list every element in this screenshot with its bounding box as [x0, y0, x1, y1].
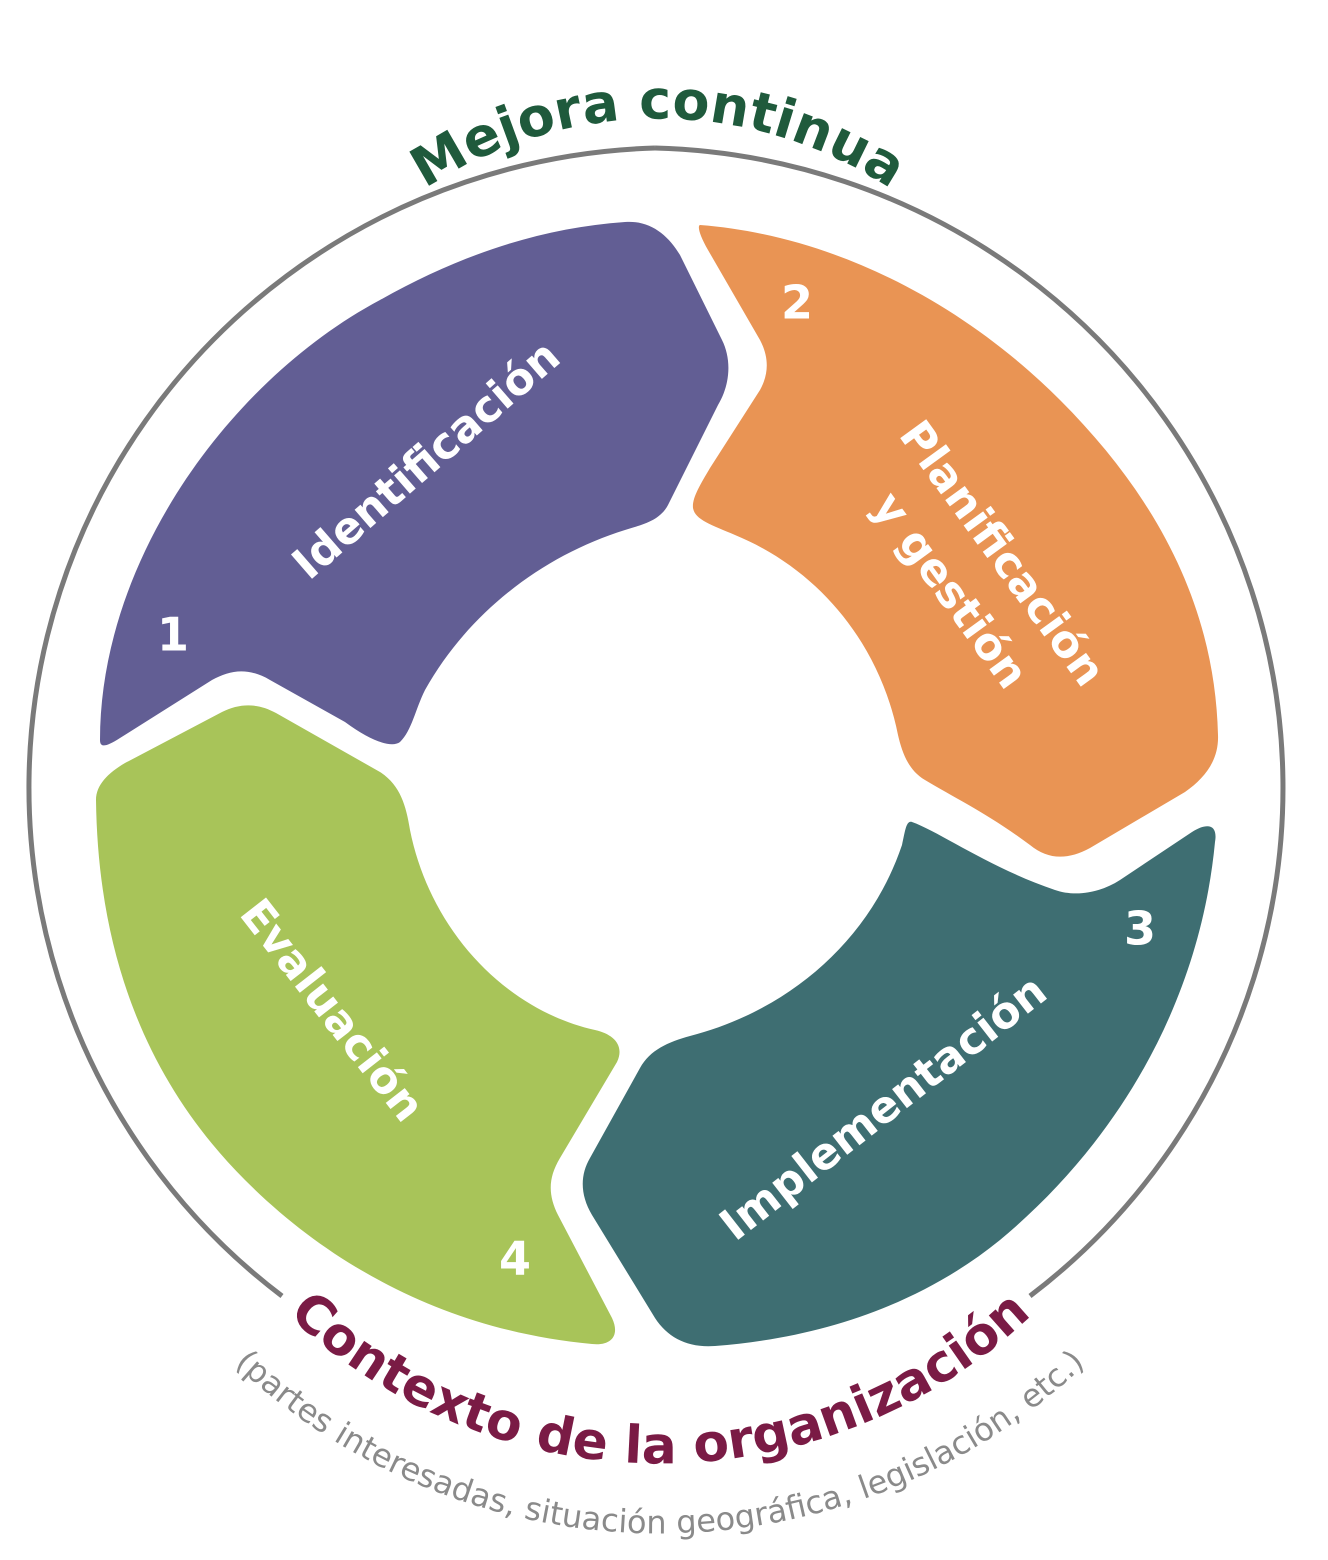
segment-implementacion [582, 821, 1216, 1347]
outer-ring-arc-left [26, 145, 656, 1298]
segment-identificacion [100, 221, 729, 746]
step-number-4: 4 [499, 1232, 531, 1286]
outer-ring-arc-right [654, 145, 1286, 1298]
segment-evaluacion [96, 705, 620, 1345]
segment-planificacion [692, 225, 1219, 857]
step-number-3: 3 [1124, 902, 1156, 956]
step-number-2: 2 [781, 276, 813, 330]
step-number-1: 1 [157, 608, 189, 662]
